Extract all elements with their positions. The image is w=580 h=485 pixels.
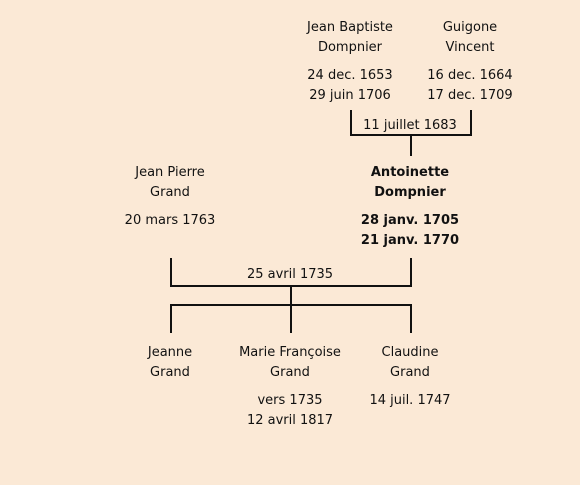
child-line: [170, 304, 172, 333]
person-claudine-grand: Claudine Grand 14 juil. 1747: [340, 343, 480, 411]
person-name: Jeanne Grand: [147, 345, 193, 380]
person-jeanne-grand: Jeanne Grand: [100, 343, 240, 383]
person-dates: 24 dec. 1653 29 juin 1706: [307, 68, 393, 103]
person-name: Marie Françoise Grand: [239, 345, 341, 380]
person-dates: vers 1735 12 avril 1817: [246, 393, 334, 428]
connector-line: [350, 110, 352, 136]
person-name: Antoinette Dompnier: [370, 165, 450, 200]
person-jean-pierre-grand: Jean Pierre Grand 20 mars 1763: [100, 163, 240, 231]
descent-line: [410, 134, 412, 156]
child-line: [290, 304, 292, 333]
person-name: Jean Baptiste Dompnier: [307, 20, 393, 55]
person-dates: 20 mars 1763: [124, 213, 216, 228]
person-jean-baptiste-dompnier: Jean Baptiste Dompnier 24 dec. 1653 29 j…: [280, 18, 420, 106]
person-dates: 14 juil. 1747: [369, 393, 451, 408]
person-antoinette-dompnier: Antoinette Dompnier 28 janv. 1705 21 jan…: [340, 163, 480, 251]
connector-line: [170, 258, 172, 286]
person-marie-francoise-grand: Marie Françoise Grand vers 1735 12 avril…: [220, 343, 360, 431]
child-line: [410, 304, 412, 333]
connector-line: [410, 258, 412, 286]
person-name: Guigone Vincent: [442, 20, 498, 55]
marriage-date-grandparents: 11 juillet 1683: [363, 118, 457, 133]
descent-line: [290, 285, 292, 305]
person-guigone-vincent: Guigone Vincent 16 dec. 1664 17 dec. 170…: [400, 18, 540, 106]
person-dates: 28 janv. 1705 21 janv. 1770: [360, 213, 460, 248]
connector-line: [470, 110, 472, 136]
person-name: Claudine Grand: [381, 345, 439, 380]
marriage-date-parents: 25 avril 1735: [246, 267, 334, 282]
person-name: Jean Pierre Grand: [135, 165, 205, 200]
person-dates: 16 dec. 1664 17 dec. 1709: [427, 68, 513, 103]
